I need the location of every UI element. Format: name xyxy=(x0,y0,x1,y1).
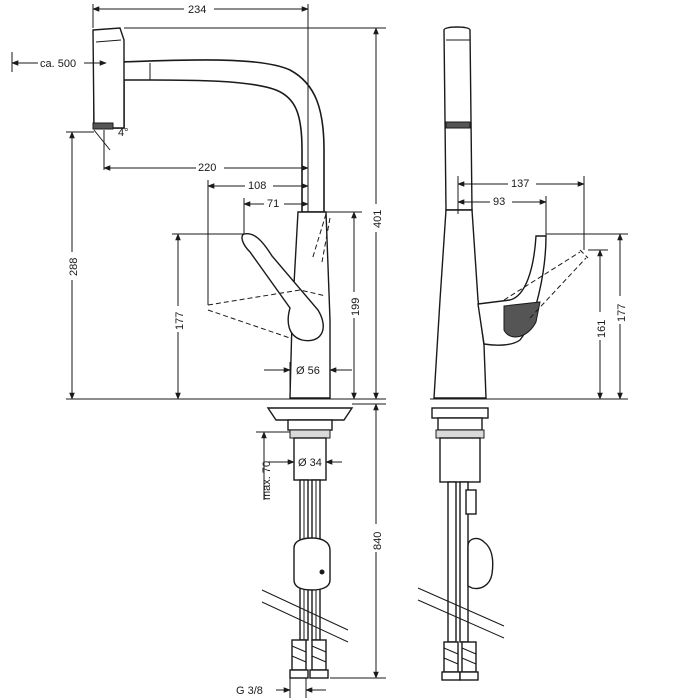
dim-137: 137 xyxy=(511,178,529,190)
dim-dia-34: Ø 34 xyxy=(298,457,322,469)
dim-288: 288 xyxy=(68,258,80,276)
dim-199: 199 xyxy=(350,298,362,316)
dim-401: 401 xyxy=(372,210,384,228)
dim-161: 161 xyxy=(596,320,608,338)
spray-head xyxy=(92,27,125,129)
dim-93: 93 xyxy=(493,196,505,208)
dim-177-side: 177 xyxy=(616,304,628,322)
dim-angle: 4° xyxy=(118,127,129,139)
dim-ca-500: ca. 500 xyxy=(40,58,76,70)
side-body xyxy=(433,209,487,399)
lever xyxy=(241,233,324,342)
hose-weight-front xyxy=(293,537,331,591)
dim-dia-56: Ø 56 xyxy=(296,365,320,377)
dim-71: 71 xyxy=(267,198,279,210)
dim-177-front: 177 xyxy=(174,312,186,330)
dim-max-70: max. 70 xyxy=(261,461,273,500)
dim-g-3-8: G 3/8 xyxy=(236,685,263,697)
hose-weight-side xyxy=(467,537,494,590)
dim-234: 234 xyxy=(188,4,206,16)
front-view: 234 ca. 500 4° 220 108 71 401 288 xyxy=(11,2,386,698)
dim-840: 840 xyxy=(372,532,384,550)
side-view: 137 93 161 177 xyxy=(417,26,628,681)
side-spout xyxy=(443,26,473,211)
dim-108: 108 xyxy=(248,180,266,192)
dim-220: 220 xyxy=(198,162,216,174)
